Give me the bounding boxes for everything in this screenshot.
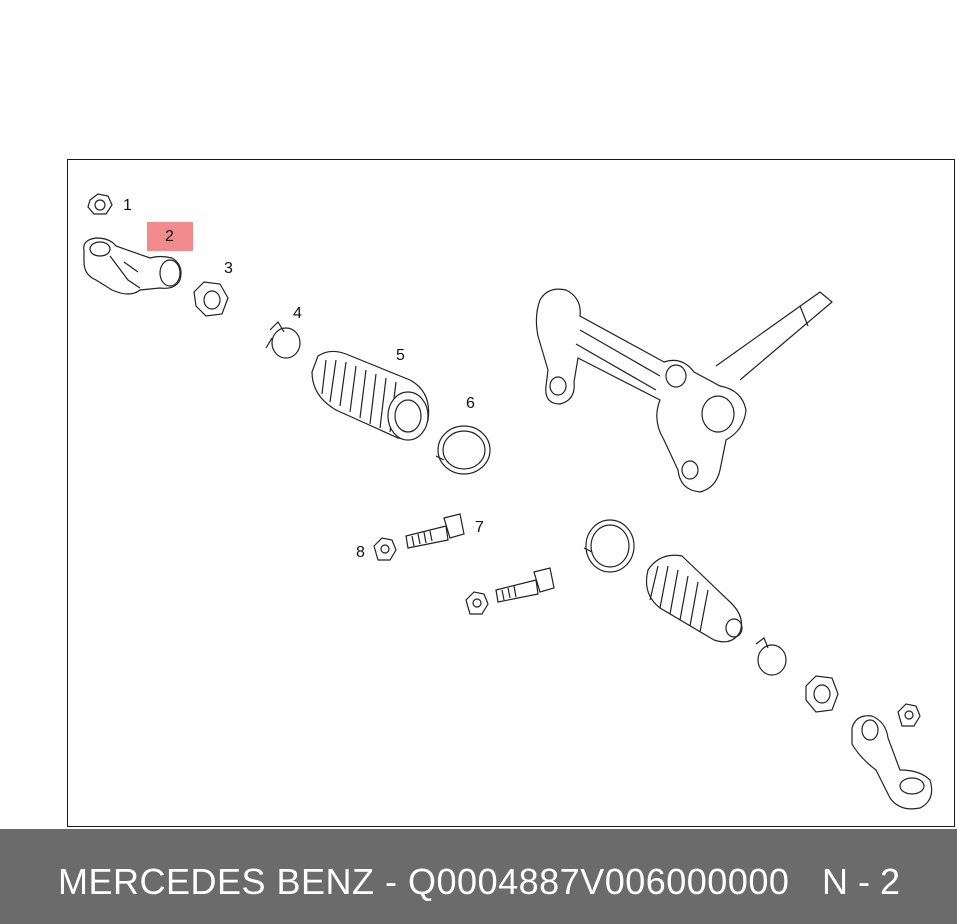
part-8-flange-nut <box>373 537 397 561</box>
part-5-bellows-boot <box>311 350 430 441</box>
callout-4: 4 <box>293 305 302 322</box>
callout-2: 2 <box>165 228 174 245</box>
part-3-nut <box>193 281 229 317</box>
lower-nut <box>805 675 839 713</box>
footer-page-label: N - 2 <box>821 861 900 902</box>
lower-clamp-ring <box>583 519 635 573</box>
lower-bellows-boot <box>645 554 743 643</box>
part-1-nut <box>87 193 113 215</box>
lower-tie-rod-end <box>851 715 933 810</box>
lower-small-nut <box>897 703 921 727</box>
part-4-clamp <box>265 321 301 359</box>
callout-1: 1 <box>123 197 132 214</box>
callout-5: 5 <box>396 347 405 364</box>
diagram-frame <box>67 159 955 827</box>
footer-bar: MERCEDES BENZ - Q0004887V006000000 N - 2 <box>0 829 957 924</box>
lower-bolt <box>495 567 555 603</box>
callout-2-highlight[interactable]: 2 <box>147 222 193 251</box>
callout-6: 6 <box>466 395 475 412</box>
callout-3: 3 <box>224 260 233 277</box>
steering-gear-housing <box>535 288 833 493</box>
footer-title: MERCEDES BENZ - Q0004887V006000000 <box>58 861 790 902</box>
part-6-clamp-ring <box>435 425 491 475</box>
part-2-tie-rod-end <box>83 237 182 295</box>
lower-small-clamp <box>755 637 787 676</box>
callout-7: 7 <box>475 519 484 536</box>
part-7-bolt <box>405 513 465 549</box>
callout-8: 8 <box>356 544 365 561</box>
lower-flange-nut <box>465 591 489 615</box>
